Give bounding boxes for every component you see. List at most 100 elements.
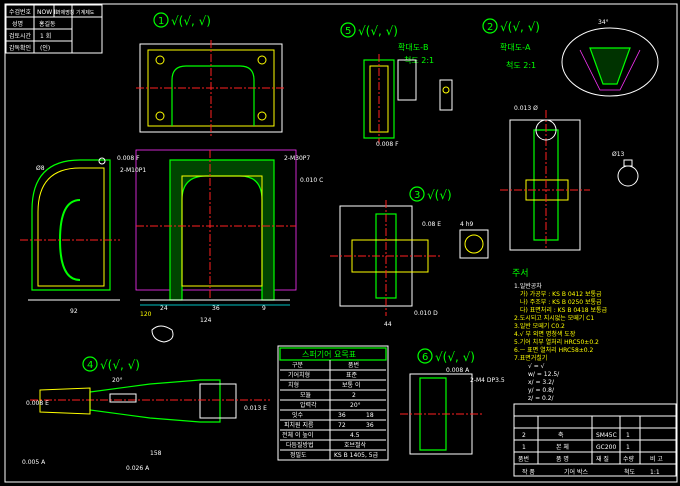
tb-extra-0: 과제명칭 기계제도: [56, 9, 95, 16]
svg-text:품 명: 품 명: [556, 455, 569, 463]
dim-v1-r: Ø8: [36, 165, 45, 172]
tb-label-1: 성명: [12, 20, 23, 28]
tb-label-0: 수검번호: [9, 8, 32, 16]
svg-text:3: 3: [414, 190, 420, 201]
svg-text:2.도시되고 지시없는 모떼기 C1: 2.도시되고 지시없는 모떼기 C1: [514, 314, 594, 322]
tol-v1-0: 0.008 F: [117, 155, 140, 162]
detail-a-scale: 척도 2:1: [506, 61, 536, 70]
svg-text:SM45C: SM45C: [596, 432, 617, 439]
view-label-6[interactable]: 6 √(√, √): [417, 348, 475, 364]
tb-value-1: 홍길동: [39, 20, 56, 28]
svg-text:압력각: 압력각: [300, 401, 317, 409]
detail-b-scale: 척도 2:1: [404, 56, 434, 65]
svg-text:다듬질방법: 다듬질방법: [286, 441, 314, 449]
svg-text:GC200: GC200: [596, 444, 616, 451]
svg-text:36: 36: [366, 422, 374, 429]
svg-text:4: 4: [87, 360, 93, 371]
svg-text:72: 72: [338, 422, 346, 429]
svg-text:6: 6: [422, 352, 428, 363]
pulley-section-view[interactable]: 0.008 F: [363, 54, 453, 148]
notes-block: 주서 1.일반공차 가) 가공부 : KS B 0412 보통급 나) 주조부 …: [512, 268, 608, 402]
tol-v5: 0.008 F: [376, 141, 399, 148]
shaft-gear-view[interactable]: 0.08 E 0.010 D 44 4 h9: [330, 200, 489, 328]
tb-value-2: 1 회: [40, 32, 51, 40]
dim-v3-key: 4 h9: [460, 221, 474, 228]
dim-v1-36: 36: [212, 305, 220, 312]
dim-v1-124: 124: [200, 317, 212, 324]
body-top-view[interactable]: [136, 40, 286, 136]
svg-text:y/ = 0.8/: y/ = 0.8/: [528, 387, 555, 394]
dim-v2-angle: 34°: [598, 19, 609, 26]
body-side-view[interactable]: 92 Ø8: [20, 157, 120, 315]
dim-9: 120: [140, 311, 152, 318]
tol-v4-3: 0.013 E: [244, 405, 267, 412]
dim-v1-92: 92: [70, 308, 78, 315]
svg-text:√(√, √): √(√, √): [171, 14, 211, 28]
dim-v6-thread: 2-M4 DP3.5: [470, 377, 505, 384]
view-label-3[interactable]: 3 √(√): [409, 186, 452, 202]
svg-text:6.ㅡ 표면 열처리 HRC58±0.2: 6.ㅡ 표면 열처리 HRC58±0.2: [514, 346, 594, 354]
svg-text:4.√ 부 외면 명청색 도장: 4.√ 부 외면 명청색 도장: [514, 330, 576, 338]
svg-text:7.표면거칠기: 7.표면거칠기: [514, 354, 547, 362]
svg-text:20°: 20°: [350, 402, 361, 409]
svg-text:다) 표면처리 : KS B 0418 보통급: 다) 표면처리 : KS B 0418 보통급: [520, 306, 608, 314]
svg-text:피치원 지름: 피치원 지름: [284, 421, 314, 429]
svg-text:모듈: 모듈: [300, 392, 312, 399]
svg-text:축: 축: [558, 431, 564, 439]
svg-text:1: 1: [158, 16, 164, 27]
title-block: 수검번호 NOW II 과제명칭 기계제도 성명 홍길동 검토시간 1 회 감독…: [5, 4, 103, 54]
svg-text:수량: 수량: [623, 456, 635, 463]
parts-list: 2 축 SM45C 1 1 본 체 GC200 1 품번 품 명 재 질 수량 …: [513, 403, 677, 477]
tb-label-3: 감독확인: [9, 44, 31, 52]
svg-text:2: 2: [522, 432, 526, 439]
svg-text:√ = √: √ = √: [528, 363, 545, 370]
svg-text:비 고: 비 고: [650, 455, 663, 463]
svg-text:스퍼기어 요목표: 스퍼기어 요목표: [302, 349, 356, 359]
svg-text:치형: 치형: [288, 381, 299, 389]
tb-value-3: (인): [40, 45, 50, 52]
svg-text:가) 가공부 : KS B 0412 보통급: 가) 가공부 : KS B 0412 보통급: [520, 290, 602, 298]
spur-gear-table: 스퍼기어 요목표 구분 품번 기어치형 표준 치형 보통 이 모듈 2 압력각 …: [277, 345, 389, 461]
svg-text:2: 2: [487, 22, 493, 33]
svg-text:품번: 품번: [348, 361, 359, 369]
shaft-view[interactable]: 158 0.008 E 0.005 A 0.026 A 20° 0.013 E: [22, 377, 270, 472]
svg-text:전체 이 높이: 전체 이 높이: [282, 431, 313, 439]
dim-v1-thread1: 2-M10P1: [120, 167, 146, 174]
view-label-2[interactable]: 2 √(√, √): [482, 18, 540, 34]
svg-text:18: 18: [366, 412, 374, 419]
svg-text:기어치형: 기어치형: [288, 371, 310, 379]
svg-text:1: 1: [626, 432, 630, 439]
svg-text:재 질: 재 질: [596, 455, 609, 463]
svg-text:z/ = 0.2/: z/ = 0.2/: [528, 395, 555, 402]
svg-text:1:1: 1:1: [650, 469, 660, 476]
svg-text:5.기어 치부 열처리 HRC50±0.2: 5.기어 치부 열처리 HRC50±0.2: [514, 338, 599, 346]
dim-v4-angle: 20°: [112, 377, 123, 384]
svg-text:w/ = 12.5/: w/ = 12.5/: [528, 371, 560, 378]
notes-heading: 주서: [512, 268, 529, 279]
cover-view[interactable]: 0.008 A 2-M4 DP3.5: [400, 367, 505, 455]
svg-text:x/ = 3.2/: x/ = 3.2/: [528, 379, 555, 386]
svg-text:정밀도: 정밀도: [290, 451, 307, 459]
drawing-border: [4, 3, 678, 483]
svg-text:보통 이: 보통 이: [342, 381, 360, 389]
detail-a-circle: 34°: [561, 19, 659, 97]
body-section-view[interactable]: 120 24 36 9 124 0.008 F 2-M10P1 2-M30P7 …: [117, 149, 323, 324]
view-label-5[interactable]: 5 √(√, √): [340, 22, 398, 38]
tol-v4-2: 0.026 A: [126, 465, 150, 472]
view-label-1[interactable]: 1 √(√, √): [153, 12, 211, 28]
svg-text:1: 1: [522, 444, 526, 451]
view-label-4[interactable]: 4 √(√, √): [82, 356, 140, 372]
detail-a-title: 확대도-A: [500, 42, 531, 52]
svg-text:표준: 표준: [346, 372, 358, 379]
svg-text:√(√, √): √(√, √): [358, 24, 398, 38]
tol-v3-1: 0.010 D: [414, 310, 438, 317]
gear-view[interactable]: Ø13 0.013 Ø: [500, 105, 639, 251]
svg-text:잇수: 잇수: [292, 412, 304, 419]
svg-text:호브절삭: 호브절삭: [344, 441, 367, 449]
svg-text:KS B 1405, 5급: KS B 1405, 5급: [334, 452, 379, 459]
svg-text:√(√): √(√): [427, 188, 452, 202]
svg-text:2: 2: [352, 392, 356, 399]
svg-text:본 체: 본 체: [556, 443, 569, 451]
svg-text:√(√, √): √(√, √): [500, 20, 540, 34]
